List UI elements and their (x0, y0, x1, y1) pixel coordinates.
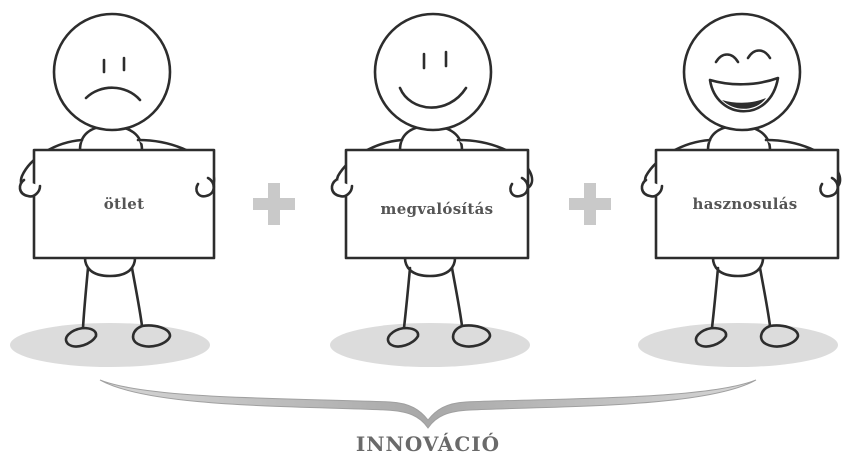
sign-label-idea: ötlet (104, 195, 145, 213)
ground-shadow (638, 323, 838, 367)
right-foot (759, 324, 800, 348)
figure-utilization: hasznosulás (638, 12, 842, 367)
left-foot (386, 326, 420, 348)
right-foot (131, 324, 172, 348)
right-foot (451, 324, 492, 348)
sign-board (32, 148, 216, 260)
face-laugh (682, 12, 802, 132)
smile-mouth (398, 86, 468, 109)
figure-idea: ötlet (10, 12, 216, 367)
innovation-title: INNOVÁCIÓ (356, 431, 500, 456)
plus-icon (253, 183, 295, 225)
face-sad (52, 12, 172, 132)
laugh-mouth (708, 76, 780, 113)
sign-label-implementation: megvalósítás (381, 200, 494, 218)
sign-board (344, 148, 530, 260)
face-smile (373, 12, 493, 132)
ground-shadow (10, 323, 210, 367)
sign-label-utilization: hasznosulás (692, 195, 797, 213)
left-foot (694, 326, 728, 348)
left-foot (64, 326, 98, 348)
plus-icon (569, 183, 611, 225)
curly-brace (99, 379, 757, 429)
sign-board (654, 148, 840, 260)
frown-mouth (84, 86, 142, 102)
figure-implementation: megvalósítás (330, 12, 534, 367)
ground-shadow (330, 323, 530, 367)
